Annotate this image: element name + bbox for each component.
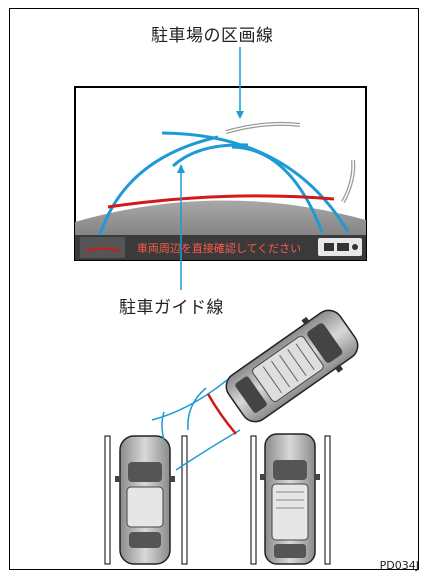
guide-line-inner-right — [231, 145, 324, 233]
parking-line-highlight — [342, 159, 355, 203]
leader-arrow-guide — [177, 164, 185, 173]
figure-code: PD034J — [379, 559, 419, 572]
stall-line — [104, 435, 111, 565]
parking-scene — [104, 309, 359, 565]
ground-guide-line — [187, 387, 207, 431]
camera-screen: 車両周辺を直接確認してください — [74, 86, 367, 261]
ground-guide-line — [175, 429, 241, 471]
guide-line-inner-left — [171, 143, 249, 168]
stall-line — [181, 435, 188, 565]
label-parking-lines: 駐車場の区画線 — [151, 26, 274, 46]
camera-view-icon-part — [337, 243, 349, 251]
figure-frame — [9, 8, 419, 570]
guide-line-red — [107, 194, 335, 209]
camera-view-icon-part — [324, 243, 334, 251]
ground-guide-line-red — [206, 393, 237, 435]
mini-guide-line — [85, 247, 121, 252]
camera-view-icon-part — [352, 244, 358, 250]
label-guide-lines: 駐車ガイド線 — [119, 298, 224, 318]
ground-guide-line — [161, 411, 165, 441]
reversing-car — [225, 309, 359, 423]
parked-car-right — [260, 433, 320, 565]
stall-line — [250, 435, 257, 565]
leader-arrow-parking — [236, 111, 244, 119]
ground-guide-line — [151, 379, 228, 421]
stall-line — [324, 435, 331, 565]
warning-message: 車両周辺を直接確認してください — [137, 241, 301, 255]
parking-line-highlight — [225, 123, 301, 133]
guide-line-left — [98, 135, 219, 236]
parked-car-left — [115, 435, 175, 565]
